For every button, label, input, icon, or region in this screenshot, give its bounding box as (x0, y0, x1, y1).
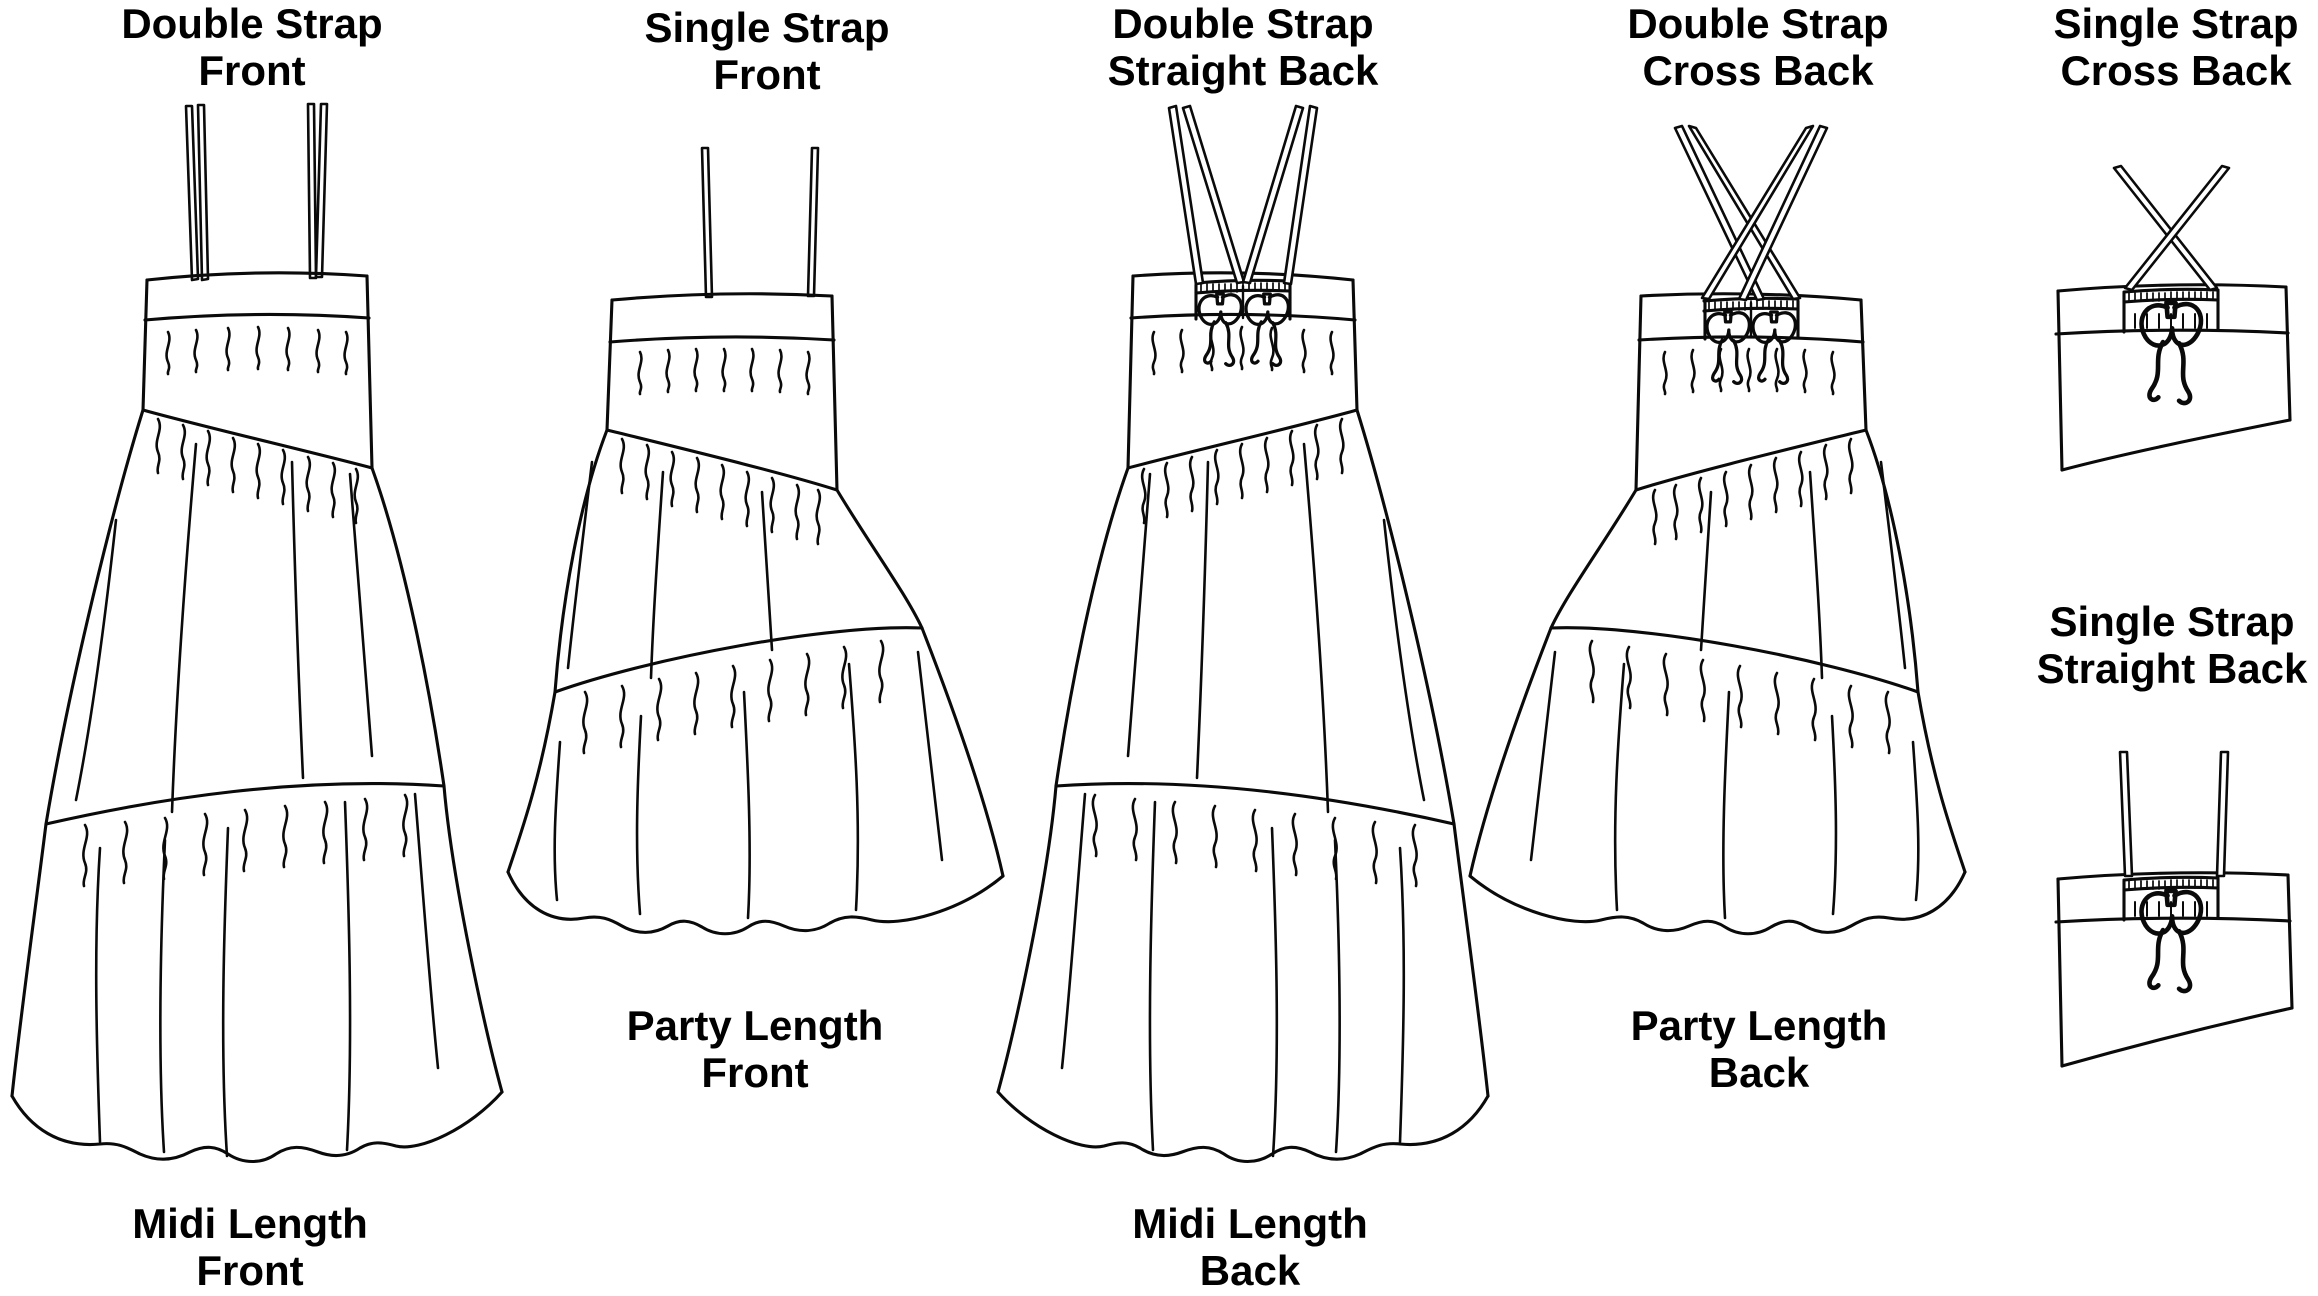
label-single-strap-front: Single Strap Front (644, 4, 890, 98)
line-art-root (12, 102, 2294, 1162)
view-straight-back-detail-drawing (2054, 750, 2294, 1068)
view-party-back-drawing (1470, 124, 1965, 934)
label-double-strap-straight-back: Double Strap Straight Back (1107, 0, 1379, 94)
label-midi-length-front: Midi Length Front (132, 1200, 368, 1294)
back-panel (2122, 875, 2220, 922)
tie-bow (1751, 310, 1798, 385)
tie-bow (1244, 292, 1291, 367)
view-cross-back-detail-drawing (2054, 164, 2292, 472)
label-double-strap-front: Double Strap Front (121, 0, 383, 94)
back-panel (2122, 287, 2220, 334)
party-dress-body-mirrored (1470, 294, 1965, 934)
party-dress-body (508, 294, 1003, 934)
single-straps (700, 146, 820, 299)
double-straps (184, 102, 329, 282)
double-straps-crossed (1673, 124, 1829, 302)
view-party-front-drawing (508, 146, 1003, 934)
tie-bow (2142, 891, 2201, 991)
label-party-length-front: Party Length Front (626, 1002, 884, 1096)
view-midi-front-drawing (12, 102, 502, 1162)
label-single-strap-straight-back: Single Strap Straight Back (2036, 598, 2308, 692)
single-straps-straight (2118, 750, 2230, 878)
double-straps-straight (1167, 104, 1319, 286)
tie-bow (1705, 310, 1752, 385)
single-straps-crossed (2112, 164, 2231, 292)
label-party-length-back: Party Length Back (1630, 1002, 1888, 1096)
tie-bow (2142, 303, 2201, 403)
midi-dress-body (12, 273, 502, 1162)
tie-bow (1197, 292, 1244, 367)
label-single-strap-cross-back: Single Strap Cross Back (2053, 0, 2299, 94)
view-midi-back-drawing (998, 104, 1488, 1162)
back-panel (1702, 296, 1800, 341)
back-panel (1194, 278, 1292, 321)
label-midi-length-back: Midi Length Back (1132, 1200, 1368, 1294)
midi-dress-body-mirrored (998, 273, 1488, 1162)
label-double-strap-cross-back: Double Strap Cross Back (1627, 0, 1889, 94)
